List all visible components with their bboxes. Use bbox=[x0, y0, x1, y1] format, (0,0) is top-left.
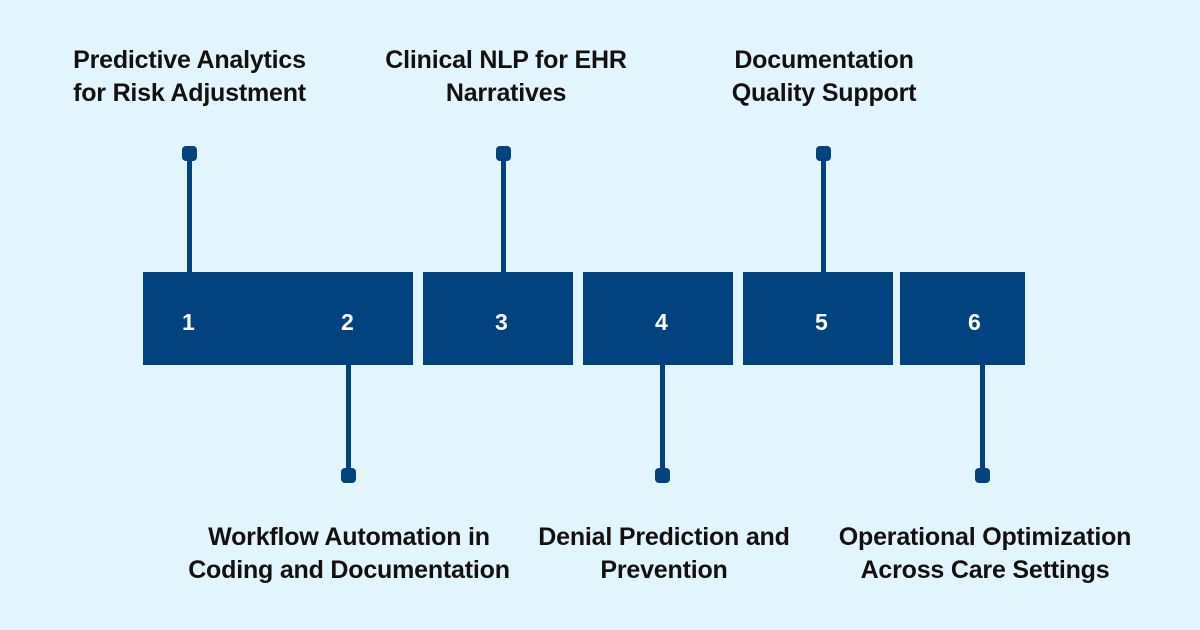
connector-marker-4 bbox=[655, 468, 670, 483]
step-shape-5 bbox=[743, 272, 893, 365]
step-shape-2 bbox=[263, 272, 413, 365]
step-label-4: Denial Prediction and Prevention bbox=[538, 523, 790, 584]
connector-line-3 bbox=[501, 155, 506, 275]
connector-line-1 bbox=[187, 155, 192, 275]
connector-marker-5 bbox=[816, 146, 831, 161]
connector-line-4 bbox=[660, 362, 665, 474]
connector-marker-6 bbox=[975, 468, 990, 483]
step-segment-1[interactable]: 1 bbox=[143, 272, 273, 365]
connector-marker-2 bbox=[341, 468, 356, 483]
step-shape-3 bbox=[423, 272, 573, 365]
step-shape-1 bbox=[143, 272, 273, 365]
step-label-2: Workflow Automation in Coding and Docume… bbox=[188, 523, 510, 584]
connector-marker-1 bbox=[182, 146, 197, 161]
step-label-3: Clinical NLP for EHR Narratives bbox=[385, 46, 627, 107]
connector-line-6 bbox=[980, 362, 985, 474]
step-label-5: Documentation Quality Support bbox=[731, 46, 917, 107]
step-label-1: Predictive Analytics for Risk Adjustment bbox=[73, 46, 306, 107]
connector-marker-3 bbox=[496, 146, 511, 161]
connector-line-2 bbox=[346, 362, 351, 474]
step-label-6: Operational Optimization Across Care Set… bbox=[838, 523, 1132, 584]
step-segment-4[interactable]: 4 bbox=[583, 272, 733, 365]
step-segment-6[interactable]: 6 bbox=[900, 272, 1025, 365]
step-shape-6 bbox=[900, 272, 1025, 365]
step-shape-4 bbox=[583, 272, 733, 365]
step-segment-3[interactable]: 3 bbox=[423, 272, 573, 365]
step-segment-5[interactable]: 5 bbox=[743, 272, 893, 365]
connector-line-5 bbox=[821, 155, 826, 275]
step-segment-2[interactable]: 2 bbox=[263, 272, 413, 365]
